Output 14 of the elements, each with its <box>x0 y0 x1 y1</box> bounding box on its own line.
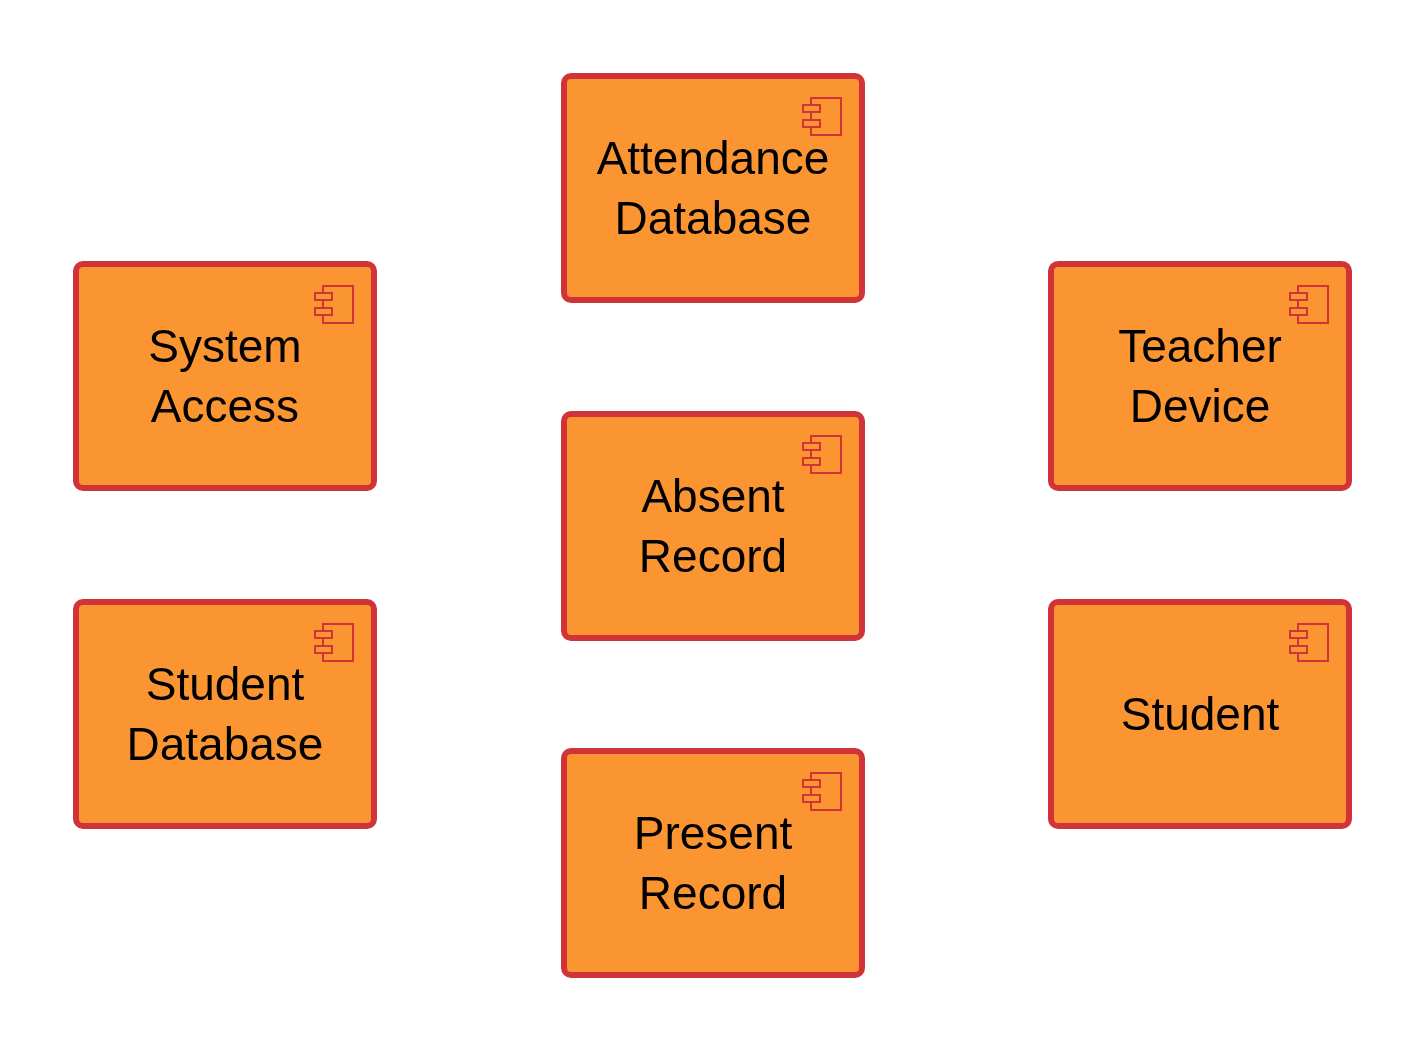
component-label: Present Record <box>632 806 794 921</box>
component-label: Teacher Device <box>1117 319 1283 434</box>
component-label: Absent Record <box>637 469 789 584</box>
component-label: Student Database <box>125 657 325 772</box>
component-box <box>73 599 377 829</box>
component-box <box>1048 599 1352 829</box>
component-box <box>1048 261 1352 491</box>
component-box <box>561 411 865 641</box>
component-box <box>561 748 865 978</box>
component-box <box>73 261 377 491</box>
component-label: Student <box>1120 687 1280 742</box>
component-label: Attendance Database <box>595 131 831 246</box>
component-box <box>561 73 865 303</box>
component-label: System Access <box>147 319 303 434</box>
